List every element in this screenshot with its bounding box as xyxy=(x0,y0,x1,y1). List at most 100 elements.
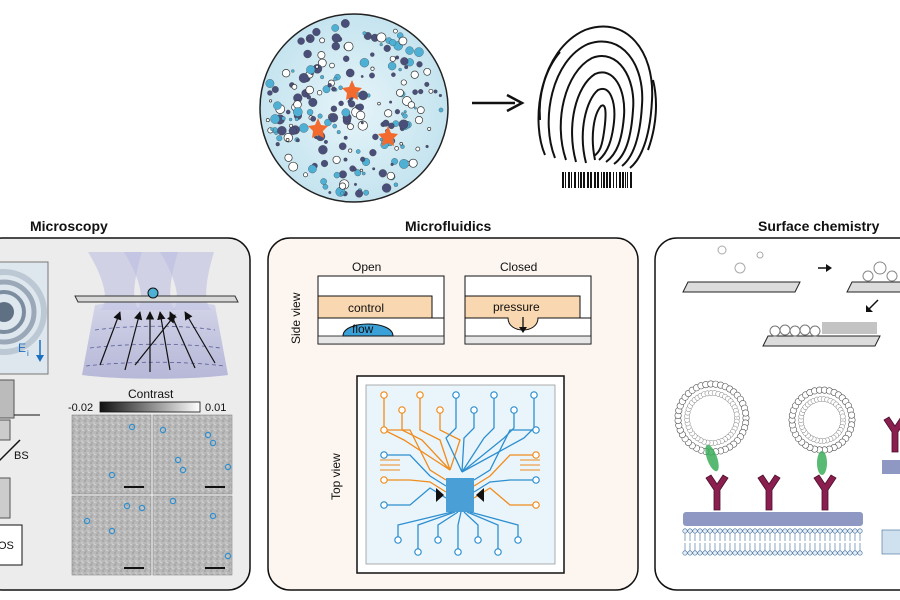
particle xyxy=(402,113,408,119)
channel xyxy=(437,511,459,537)
closed-label: Closed xyxy=(500,260,537,274)
particle xyxy=(360,121,364,125)
particle xyxy=(383,44,391,52)
particle xyxy=(281,69,291,78)
image-tile xyxy=(152,414,233,495)
detected-particle xyxy=(204,431,212,439)
particle xyxy=(329,62,335,69)
particle xyxy=(370,52,375,57)
particle xyxy=(438,107,444,113)
particle xyxy=(357,120,368,131)
particle xyxy=(296,138,300,143)
contrast-max: 0.01 xyxy=(205,402,226,414)
particle xyxy=(323,139,328,144)
particle xyxy=(315,64,319,69)
port xyxy=(532,451,540,459)
sample-overview xyxy=(259,13,657,203)
particle xyxy=(427,126,432,131)
barcode-bar xyxy=(622,172,624,188)
particle xyxy=(347,123,354,130)
particle xyxy=(372,167,376,171)
particle xyxy=(353,167,357,171)
particle xyxy=(370,66,375,71)
particle xyxy=(281,116,286,121)
particle xyxy=(276,135,283,142)
particle xyxy=(320,178,327,185)
channel xyxy=(473,454,533,487)
particle xyxy=(343,157,348,162)
particle xyxy=(333,77,338,81)
particle xyxy=(297,37,305,45)
particle xyxy=(293,100,302,109)
beamsplitter-label: BS xyxy=(14,450,29,462)
particle xyxy=(377,101,381,106)
port xyxy=(416,391,424,399)
barcode-bar xyxy=(601,172,602,188)
channel xyxy=(397,511,453,537)
channel xyxy=(419,398,451,471)
particle xyxy=(400,79,407,86)
particle xyxy=(394,109,400,115)
particle xyxy=(398,36,408,46)
particle xyxy=(399,159,409,169)
scattered-rays xyxy=(99,311,216,372)
channel xyxy=(457,511,462,549)
open-label: Open xyxy=(352,260,381,274)
barcode-bar xyxy=(619,172,621,188)
chip-valve-arrows xyxy=(436,488,484,502)
particle xyxy=(336,130,341,135)
port xyxy=(394,536,402,544)
particle xyxy=(310,115,317,122)
particle xyxy=(328,191,332,194)
flow-label: flow xyxy=(352,322,374,336)
particle xyxy=(318,145,328,155)
particle xyxy=(396,88,404,97)
barcode-bar xyxy=(603,172,605,188)
particle xyxy=(348,148,353,153)
coverslip xyxy=(74,295,239,303)
channel xyxy=(445,398,463,473)
field-label: E xyxy=(18,341,26,355)
particle xyxy=(285,109,291,115)
particle xyxy=(343,41,354,52)
particle xyxy=(388,122,395,130)
particle xyxy=(355,149,361,154)
channel xyxy=(383,398,451,471)
barcode-bar xyxy=(590,172,592,188)
particle xyxy=(372,133,379,141)
particle xyxy=(418,89,424,95)
particle xyxy=(303,172,308,178)
particle xyxy=(424,81,430,87)
contrast-min: -0.02 xyxy=(68,402,93,414)
microscopy-title: Microscopy xyxy=(30,218,108,234)
particle xyxy=(391,72,396,77)
detected-particle xyxy=(209,439,217,447)
barcode-bar xyxy=(571,172,572,188)
particle xyxy=(333,171,341,179)
particle xyxy=(393,28,398,34)
chip-top-view xyxy=(356,375,565,574)
channel xyxy=(461,413,475,473)
particle xyxy=(291,69,295,73)
particle xyxy=(354,169,362,177)
port xyxy=(494,548,502,556)
particle xyxy=(414,106,417,110)
particle xyxy=(320,159,329,168)
channel xyxy=(461,398,535,473)
detected-particle xyxy=(123,502,131,510)
particle xyxy=(416,61,423,68)
channel xyxy=(417,511,456,549)
particle xyxy=(415,146,421,152)
particle xyxy=(339,182,347,190)
contrast-title: Contrast xyxy=(128,387,174,401)
particle xyxy=(284,153,293,162)
arrow-right-icon xyxy=(472,93,525,113)
barcode-bar xyxy=(578,172,579,188)
particle xyxy=(305,85,314,95)
particle xyxy=(306,37,311,42)
channel xyxy=(469,511,519,537)
microfluidics-title: Microfluidics xyxy=(405,218,492,234)
particle xyxy=(265,118,270,123)
particle xyxy=(288,117,293,122)
particle xyxy=(359,58,370,68)
